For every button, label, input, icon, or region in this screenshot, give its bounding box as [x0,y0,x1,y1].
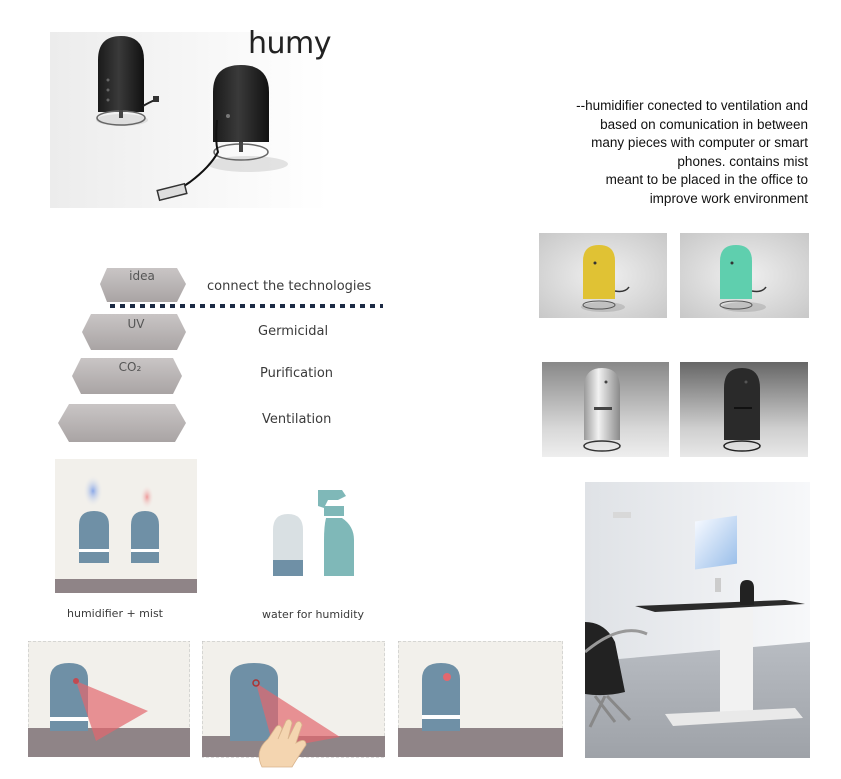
layer-slab-idea [100,268,186,302]
sensor-dot [443,673,451,681]
water-illustration [268,486,360,580]
brand-logo: humy [248,26,332,61]
layer-caption-co2: Purification [260,366,334,381]
hand-icon [258,719,307,768]
description-line: improve work environment [649,190,808,206]
variant-mint [680,233,809,318]
layer-slab-ventilation [58,404,186,442]
layer-slab-co2 [72,358,182,394]
description-line: many pieces with computer or smart [591,135,808,150]
description-line: phones. contains mist [677,153,808,169]
variant-yellow [539,233,667,318]
mist-illustration [55,459,197,593]
layer-label-uv: UV [127,317,145,331]
sensor-scene-3 [398,641,563,757]
layer-caption-ventilation: Ventilation [262,412,332,427]
hero-product-image [50,32,328,208]
caption-humidifier-mist: humidifier + mist [67,607,163,620]
layer-caption-uv: Germicidal [258,324,329,339]
caption-water-humidity: water for humidity [262,608,365,621]
description-line: based on comunication in between [600,116,808,132]
product-description: --humidifier conected to ventilation and… [520,97,808,208]
technology-layer-stack: idea UV CO₂ connect the technologies Ger… [55,264,395,444]
sensor-beam [76,681,148,741]
description-line: meant to be placed in the office to [605,172,808,187]
office-scene-photo [585,482,810,758]
sensor-scene-2 [202,641,385,768]
variant-black [680,362,808,457]
variant-silver [542,362,669,457]
layer-slab-uv [82,314,186,350]
layer-label-idea: idea [129,269,155,283]
layer-caption-idea: connect the technologies [207,279,372,294]
sensor-scene-1 [28,641,190,757]
description-line: --humidifier conected to ventilation and [576,98,808,113]
spray-bottle-icon [318,490,354,576]
layer-label-co2: CO₂ [118,360,142,374]
